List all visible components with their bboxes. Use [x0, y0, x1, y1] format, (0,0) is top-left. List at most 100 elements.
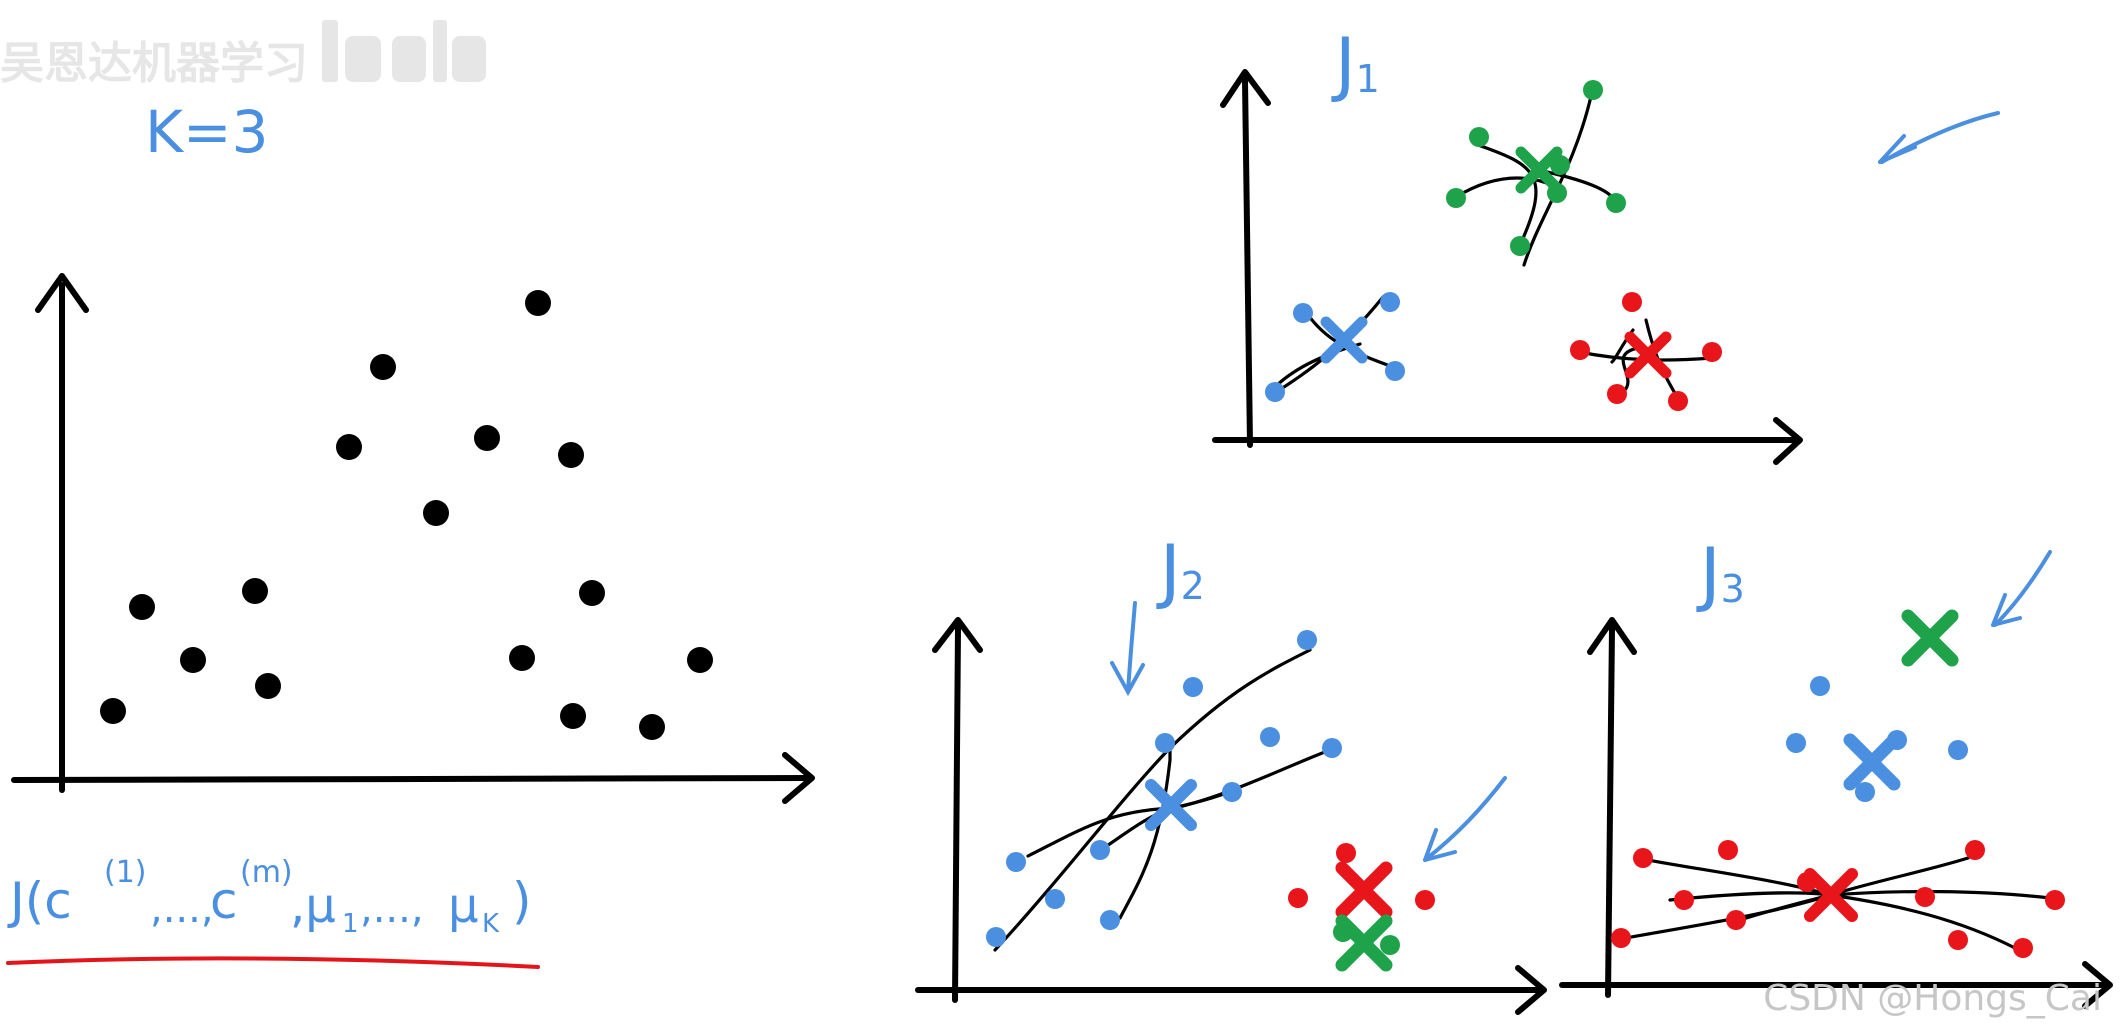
data-point-blue: [1786, 733, 1806, 753]
panel-j2-title: J2: [1156, 530, 1205, 612]
panel-j1: J1: [1212, 23, 2000, 465]
cost-fn-close: ): [512, 872, 532, 930]
svg-text:(m): (m): [240, 855, 293, 890]
cluster-link-line: [1273, 295, 1385, 395]
k-label: K=3: [145, 98, 269, 166]
data-point: [558, 442, 584, 468]
data-point-green: [1446, 188, 1466, 208]
cost-fn-muk: μ: [448, 878, 479, 934]
data-point: [687, 647, 713, 673]
data-point-blue: [1297, 630, 1317, 650]
data-point-blue: [1265, 382, 1285, 402]
data-point: [423, 500, 449, 526]
data-point: [579, 580, 605, 606]
cross-centroid-icon: [1515, 146, 1563, 194]
watermark-logo: [322, 20, 486, 82]
data-point-blue: [1155, 733, 1175, 753]
cost-fn-dots1: ,...,: [150, 886, 214, 932]
data-point-blue: [1810, 676, 1830, 696]
data-point-red: [1726, 910, 1746, 930]
data-point-red: [1674, 890, 1694, 910]
cross-centroid-icon: [1901, 609, 1959, 667]
arrow-pointer-icon: [1878, 111, 2000, 164]
data-point-blue: [1090, 840, 1110, 860]
data-point-blue: [1948, 740, 1968, 760]
svg-text:,...,: ,...,: [150, 886, 214, 932]
cross-centroid-icon: [1843, 733, 1901, 791]
panel-j1-title: J1: [1331, 23, 1380, 105]
panel-j2: J2: [915, 530, 1547, 1015]
cost-fn-j: J(c: [7, 872, 72, 930]
arrow-pointer-icon: [1110, 601, 1145, 697]
cost-fn-mu1-sub: 1: [342, 909, 359, 939]
svg-text:K: K: [482, 909, 500, 939]
data-point-blue: [1322, 738, 1342, 758]
cross-centroid-icon: [1804, 868, 1858, 922]
watermark-text: 吴恩达机器学习: [0, 38, 308, 89]
data-point-blue: [1380, 292, 1400, 312]
cost-function: J(c (1) ,..., c (m) ,μ 1 ,..., μ K ): [7, 855, 532, 939]
data-point-blue: [1293, 303, 1313, 323]
cross-centroid-icon: [1335, 914, 1393, 972]
data-point-blue: [1260, 727, 1280, 747]
data-point-blue: [1045, 889, 1065, 909]
cost-fn-dots2: ,...,: [360, 886, 424, 932]
svg-text:,...,: ,...,: [360, 886, 424, 932]
data-point-red: [1965, 840, 1985, 860]
svg-text:,μ: ,μ: [290, 878, 336, 934]
svg-text:1: 1: [342, 909, 359, 939]
data-point-red: [1702, 342, 1722, 362]
left-panel-points: [100, 290, 713, 740]
data-point-red: [1288, 888, 1308, 908]
data-point: [336, 434, 362, 460]
svg-text:c: c: [210, 872, 238, 930]
cost-fn-mu1: ,μ: [290, 878, 336, 934]
data-point-red: [1415, 890, 1435, 910]
svg-text:): ): [512, 872, 532, 930]
cluster-link-line: [1118, 738, 1172, 920]
cost-fn-cm-sup: (m): [240, 855, 293, 890]
data-point-red: [1336, 843, 1356, 863]
data-point-blue: [1006, 852, 1026, 872]
data-point-blue: [1855, 782, 1875, 802]
data-point-red: [1948, 930, 1968, 950]
cost-fn-c2: c: [210, 872, 238, 930]
data-point: [560, 703, 586, 729]
data-point-blue: [1100, 910, 1120, 930]
data-point-red: [1570, 340, 1590, 360]
left-panel-axes: [11, 273, 815, 804]
data-point: [474, 425, 500, 451]
arrow-pointer-icon: [1991, 550, 2052, 627]
data-point-green: [1469, 127, 1489, 147]
cross-centroid-icon: [1320, 316, 1368, 364]
cost-fn-c1-sup: (1): [104, 855, 147, 890]
data-point-red: [1607, 384, 1627, 404]
cross-centroid-icon: [1145, 779, 1197, 831]
data-point-blue: [1385, 361, 1405, 381]
data-point-red: [1668, 391, 1688, 411]
svg-text:J(c: J(c: [7, 872, 72, 930]
panel-j3: J3: [1559, 533, 2113, 1009]
data-point-red: [1633, 848, 1653, 868]
data-point-red: [2013, 938, 2033, 958]
cluster-link-line: [1828, 889, 2052, 900]
data-point-green: [1380, 935, 1400, 955]
cluster-link-line: [1621, 346, 1640, 394]
arrow-pointer-icon: [1423, 776, 1507, 862]
cost-fn-muk-sub: K: [482, 909, 500, 939]
cross-centroid-icon: [1335, 861, 1393, 919]
data-point-blue: [986, 927, 1006, 947]
data-point-red: [1622, 292, 1642, 312]
data-point: [370, 354, 396, 380]
data-point: [100, 698, 126, 724]
data-point: [255, 673, 281, 699]
data-point-red: [2045, 890, 2065, 910]
panel-j3-title: J3: [1696, 533, 1745, 615]
data-point-red: [1611, 928, 1631, 948]
cross-centroid-icon: [1624, 331, 1672, 379]
data-point-green: [1510, 236, 1530, 256]
svg-text:(1): (1): [104, 855, 147, 890]
cluster-link-line: [993, 648, 1312, 952]
cost-underline: [6, 956, 540, 969]
